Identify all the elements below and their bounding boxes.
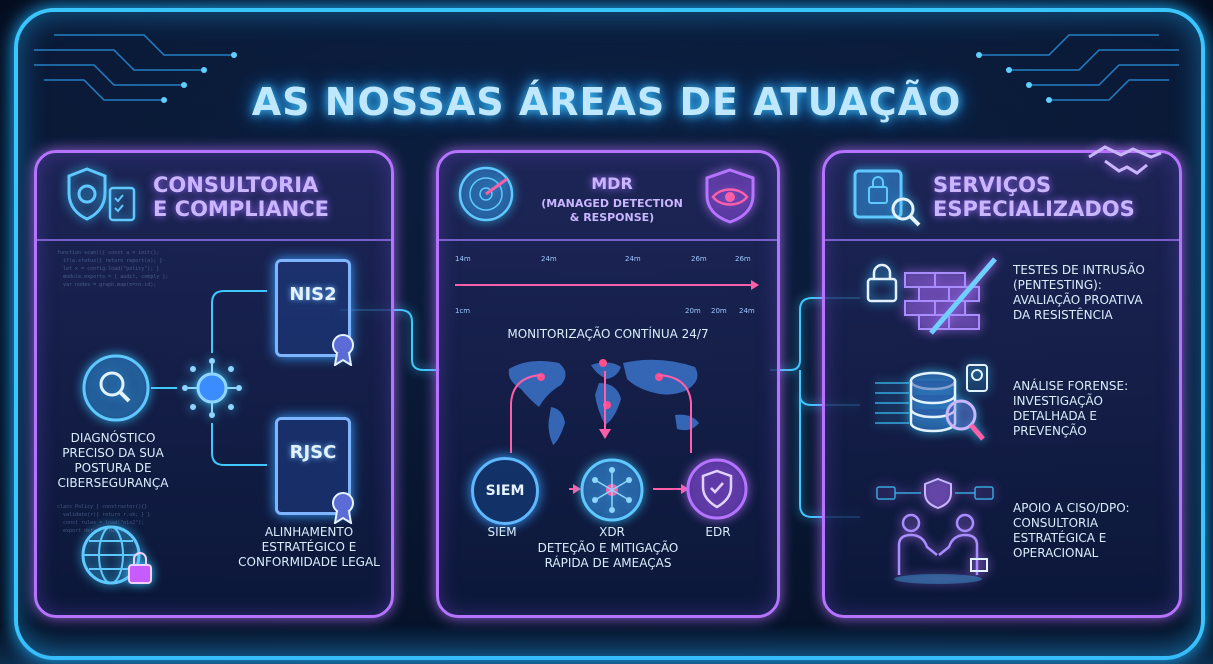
database-search-icon: [875, 371, 985, 441]
ciso-text: APOIO A CISO/DPO: CONSULTORIA ESTRATÉGIC…: [1013, 501, 1173, 561]
edr-shield-icon: [686, 458, 748, 520]
title-line: E COMPLIANCE: [153, 197, 329, 222]
circuit-decoration-right: [976, 34, 1179, 103]
world-map-icon: [508, 359, 699, 445]
title-line: SERVIÇOS: [933, 173, 1052, 197]
text-line: OPERACIONAL: [1013, 546, 1099, 560]
circuit-decoration-left: [34, 34, 237, 103]
title-line: CONSULTORIA: [153, 173, 319, 197]
forense-text: ANÁLISE FORENSE: INVESTIGAÇÃO DETALHADA …: [1013, 379, 1173, 439]
panel-mdr: MDR (MANAGED DETECTION & RESPONSE) 14m 2…: [436, 150, 780, 618]
alinhamento-text: ALINHAMENTO ESTRATÉGICO E CONFORMIDADE L…: [233, 525, 385, 570]
text-line: DETALHADA E: [1013, 409, 1097, 423]
text-line: INVESTIGAÇÃO: [1013, 394, 1103, 408]
title-line: ESPECIALIZADOS: [933, 197, 1135, 222]
wave-top-label: 24m: [625, 255, 641, 263]
pentesting-text: TESTES DE INTRUSÃO (PENTESTING): AVALIAÇ…: [1013, 263, 1173, 323]
firewall-icon: [904, 257, 997, 335]
seal-icon: [332, 334, 354, 366]
panel-consultoria-title: CONSULTORIA E COMPLIANCE: [153, 173, 329, 221]
waveform-graph: [455, 265, 759, 305]
eye-shield-icon: [705, 168, 755, 224]
wave-bottom-label: 20m: [685, 307, 701, 315]
hard-drive-icon: [966, 364, 988, 392]
text-line: ALINHAMENTO: [264, 525, 354, 539]
radar-icon: [458, 166, 514, 222]
nis2-document: NIS2: [275, 259, 354, 366]
document-label: NIS2: [289, 284, 337, 305]
diagnostico-text: DIAGNÓSTICO PRECISO DA SUA POSTURA DE CI…: [51, 431, 175, 491]
panel-servicos-header: SERVIÇOS ESPECIALIZADOS: [825, 153, 1179, 241]
magnifier-icon: [82, 354, 150, 422]
wave-top-label: 26m: [735, 255, 751, 263]
xdr-network-icon: [580, 458, 644, 522]
wave-bottom-label: 20m: [711, 307, 727, 315]
floor-glow: [0, 624, 1213, 664]
text-line: PRECISO DA SUA: [62, 446, 164, 460]
rjsc-document: RJSC: [275, 417, 354, 524]
handshake-icon: [1088, 145, 1162, 175]
text-line: DA RESISTÊNCIA: [1013, 308, 1113, 322]
globe-lock-icon: [81, 525, 152, 585]
subtitle-line: & RESPONSE): [569, 210, 655, 224]
text-line: PREVENÇÃO: [1013, 424, 1087, 438]
wave-top-label: 26m: [691, 255, 707, 263]
edr-label: EDR: [705, 525, 731, 539]
panel-mdr-title: MDR: [591, 174, 633, 193]
panel-mdr-subtitle: (MANAGED DETECTION & RESPONSE): [523, 197, 701, 225]
subtitle-line: (MANAGED DETECTION: [541, 197, 683, 210]
code-background: function scan(){ const a = init(); if(a.…: [57, 250, 169, 288]
text-line: DIAGNÓSTICO: [70, 431, 156, 445]
detecao-text: DETEÇÃO E MITIGAÇÃO RÁPIDA DE AMEAÇAS: [439, 541, 777, 571]
text-line: (PENTESTING):: [1013, 278, 1102, 292]
text-line: ANÁLISE FORENSE:: [1013, 379, 1129, 393]
siem-node: SIEM: [471, 457, 539, 525]
panel-consultoria: CONSULTORIA E COMPLIANCE function scan()…: [34, 150, 394, 618]
text-line: ESTRATÉGICA E: [1013, 531, 1107, 545]
waveform-area: 14m 24m 24m 26m 26m 1cm 20m 20m 24m: [455, 255, 761, 317]
panel-servicos: SERVIÇOS ESPECIALIZADOS TESTES DE INTRUS…: [822, 145, 1182, 618]
text-line: DETEÇÃO E MITIGAÇÃO: [537, 541, 679, 555]
siem-label: SIEM: [487, 525, 517, 539]
panel-mdr-header: MDR (MANAGED DETECTION & RESPONSE): [439, 153, 777, 241]
page-title: AS NOSSAS ÁREAS DE ATUAÇÃO: [251, 80, 962, 124]
document-label: RJSC: [289, 442, 337, 463]
business-handshake-icon: [876, 477, 994, 584]
panel-consultoria-header: CONSULTORIA E COMPLIANCE: [37, 153, 391, 241]
padlock-icon: [866, 263, 898, 303]
seal-icon: [332, 492, 354, 524]
clipboard-check-icon: [108, 186, 136, 222]
text-line: CONSULTORIA: [1013, 516, 1099, 530]
wave-top-label: 24m: [541, 255, 557, 263]
shield-gear-icon: [67, 167, 107, 221]
wave-bottom-label: 24m: [739, 307, 755, 315]
text-line: RÁPIDA DE AMEAÇAS: [544, 556, 672, 570]
mdr-flow-connectors: [510, 371, 692, 494]
safe-lock-icon: [853, 169, 921, 227]
wave-top-label: 14m: [455, 255, 471, 263]
text-line: ESTRATÉGICO E: [261, 540, 357, 554]
wave-bottom-label: 1cm: [455, 307, 471, 315]
hub-node-icon: [182, 358, 242, 418]
text-line: POSTURA DE: [74, 461, 152, 475]
panel-1-connectors: [151, 290, 267, 466]
text-line: CIBERSEGURANÇA: [57, 476, 169, 490]
text-line: AVALIAÇÃO PROATIVA: [1013, 293, 1143, 307]
text-line: TESTES DE INTRUSÃO: [1013, 263, 1145, 277]
text-line: CONFORMIDADE LEGAL: [238, 555, 380, 569]
xdr-label: XDR: [599, 525, 625, 539]
text-line: APOIO A CISO/DPO:: [1013, 501, 1130, 515]
monitor-text: MONITORIZAÇÃO CONTÍNUA 24/7: [507, 327, 709, 341]
panel-servicos-title: SERVIÇOS ESPECIALIZADOS: [933, 173, 1135, 221]
